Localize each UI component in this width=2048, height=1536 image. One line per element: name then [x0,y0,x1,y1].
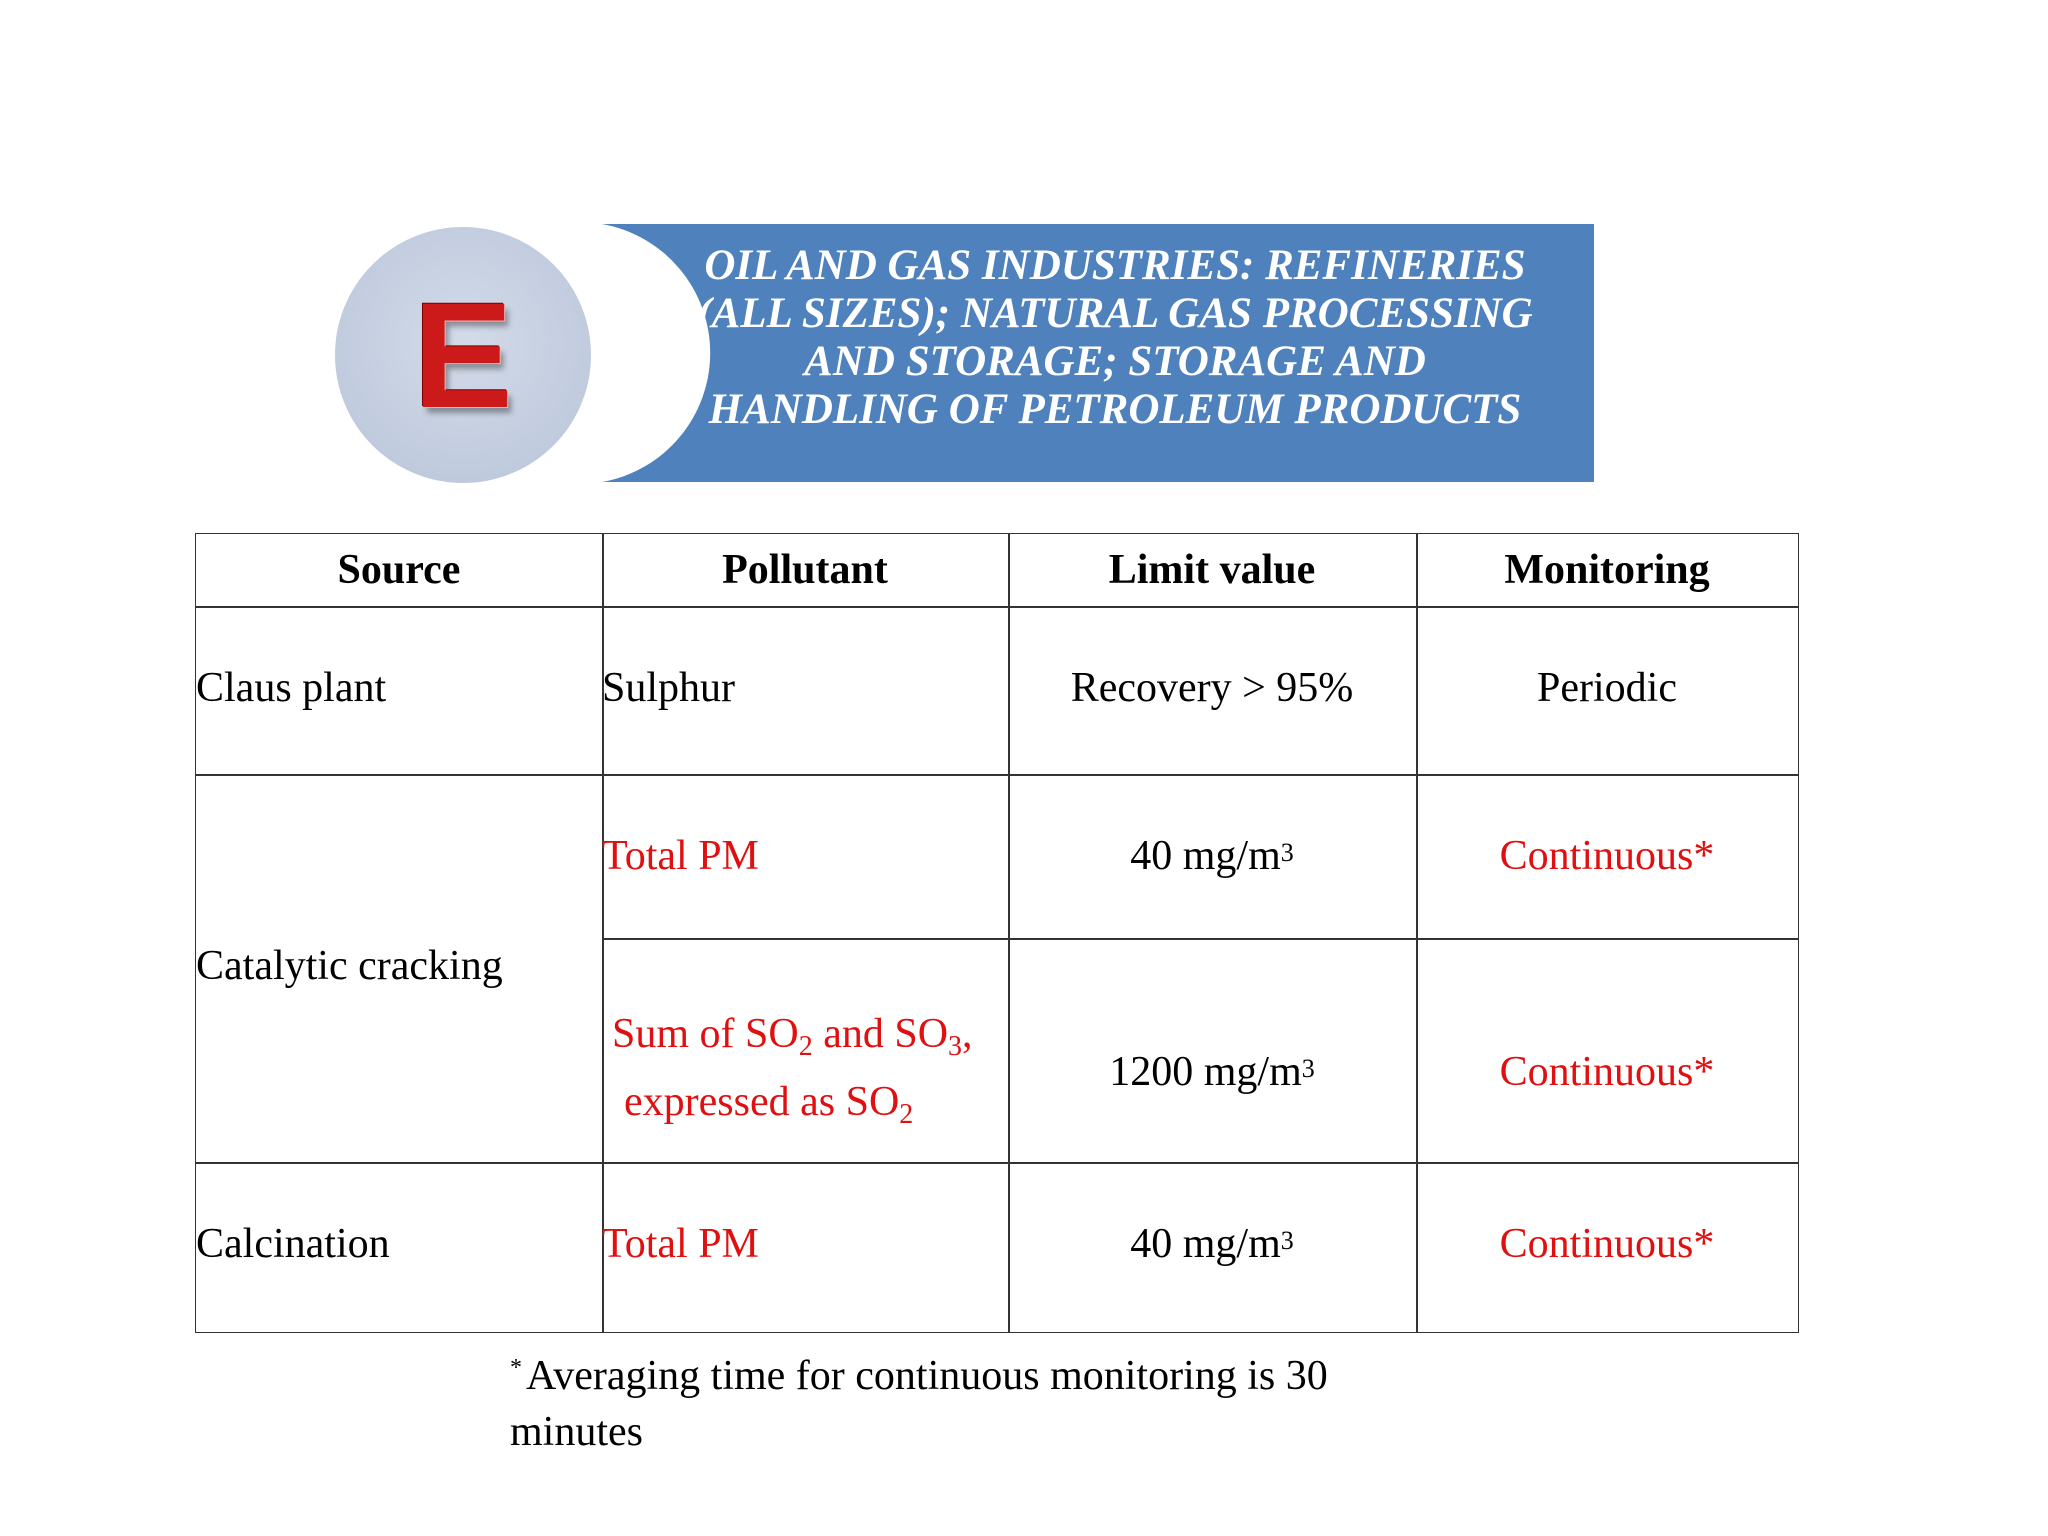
cell-monitoring: Periodic [1537,665,1677,711]
cell-pollutant: Total PM [602,833,759,879]
cell-limit-value: 40 mg/m3 [1008,832,1416,880]
cell-source: Catalytic cracking [196,943,503,989]
banner-title-line: HANDLING OF PETROLEUM PRODUCTS [708,386,1522,433]
cell-monitoring: Continuous* [1499,833,1715,879]
banner-title-line: OIL AND GAS INDUSTRIES: REFINERIES [704,242,1526,289]
cell-monitoring: Continuous* [1499,1049,1715,1095]
section-badge: E [330,222,596,488]
cell-source: Claus plant [196,665,387,711]
header-pollutant: Pollutant [722,547,888,593]
limit-value-text: 40 mg/m [1130,1221,1281,1267]
subscript: 2 [899,1099,914,1130]
banner-title: OIL AND GAS INDUSTRIES: REFINERIES (ALL … [650,242,1580,434]
section-banner: OIL AND GAS INDUSTRIES: REFINERIES (ALL … [560,224,1594,482]
banner-title-line: (ALL SIZES); NATURAL GAS PROCESSING [697,290,1533,337]
banner-shape [602,224,1594,482]
subscript: 2 [798,1031,813,1062]
cell-limit-value: 1200 mg/m3 [1008,1048,1416,1096]
subscript: 3 [948,1031,963,1062]
pollutant-text: and SO [812,1011,949,1057]
row-divider [196,1162,1798,1164]
row-divider [602,938,1798,940]
footnote-text: Averaging time for continuous monitoring… [510,1353,1328,1455]
cell-source: Calcination [196,1221,390,1267]
unit-exponent: 3 [1280,838,1294,867]
footnote: *Averaging time for continuous monitorin… [510,1348,1440,1460]
footnote-mark: * [510,1355,522,1381]
cell-pollutant: Total PM [602,1221,759,1267]
cell-pollutant: Sulphur [602,665,736,711]
cell-pollutant-line2: expressed as SO2 [624,1078,913,1129]
cell-monitoring: Continuous* [1499,1221,1715,1267]
unit-exponent: 3 [1301,1054,1315,1083]
banner-title-line: AND STORAGE; STORAGE AND [804,338,1426,385]
row-divider [196,774,1798,776]
row-divider [196,606,1798,608]
header-limit-value: Limit value [1108,547,1316,593]
pollutant-text: Sum of SO [612,1011,799,1057]
badge-letter: E [412,271,514,439]
emission-limits-table: Source Pollutant Limit value Monitoring … [195,533,1799,1333]
pollutant-text: expressed as SO [624,1079,900,1125]
column-divider [602,534,604,1332]
limit-value-text: 40 mg/m [1130,833,1281,879]
unit-exponent: 3 [1280,1226,1294,1255]
limit-value-text: 1200 mg/m [1109,1049,1302,1095]
cell-limit-value: Recovery > 95% [1070,665,1354,711]
column-divider [1008,534,1010,1332]
header-source: Source [337,547,461,593]
column-divider [1416,534,1418,1332]
pollutant-text: , [962,1011,973,1057]
cell-pollutant: Sum of SO2 and SO3, [612,1010,973,1061]
cell-limit-value: 40 mg/m3 [1008,1220,1416,1268]
header-monitoring: Monitoring [1504,547,1710,593]
badge-circle [331,223,595,487]
